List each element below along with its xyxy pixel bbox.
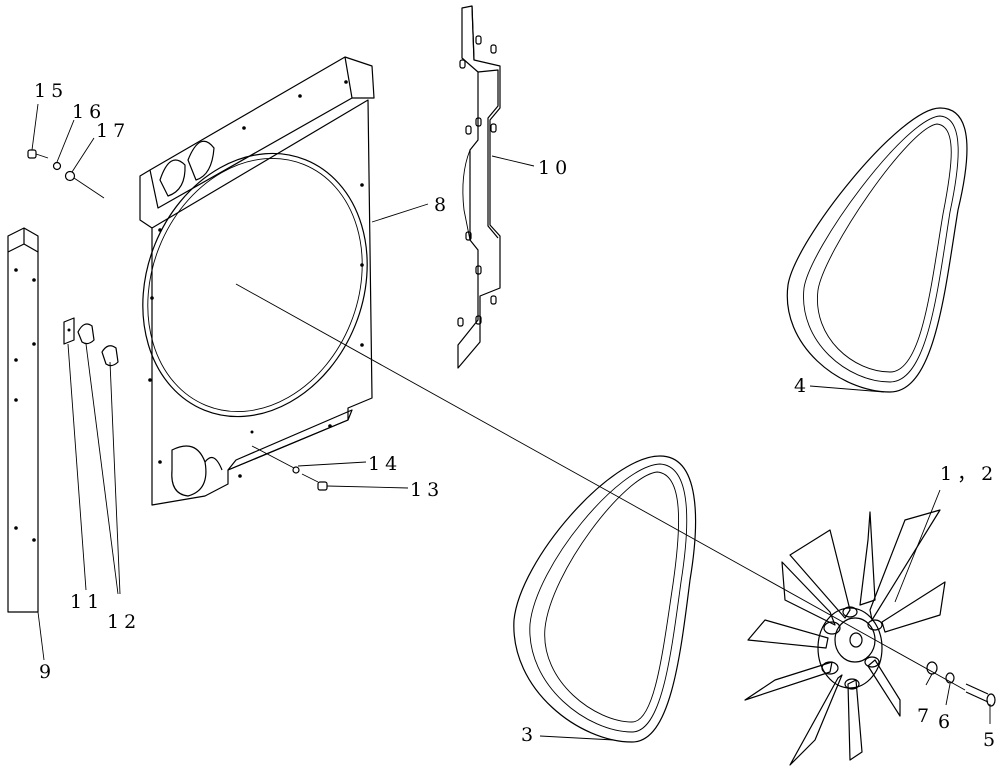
callout-15: 15 xyxy=(34,80,68,102)
washer-icon-7 xyxy=(926,661,938,675)
callout-5: 5 xyxy=(983,729,1000,751)
clip-icon-11 xyxy=(63,317,75,345)
bolt-icon-5 xyxy=(965,683,996,707)
callout-17: 17 xyxy=(96,120,130,142)
belt-icon-4 xyxy=(786,107,968,393)
callout-13: 13 xyxy=(410,479,444,501)
callout-3: 3 xyxy=(521,724,538,746)
callout-7: 7 xyxy=(917,705,934,727)
bracket-icon-10 xyxy=(457,5,501,369)
washer-icon-14 xyxy=(292,466,300,474)
assembly-axis-line xyxy=(235,283,966,691)
clip-icon-12b xyxy=(101,345,119,367)
callout-11: 11 xyxy=(70,591,104,613)
callout-4: 4 xyxy=(794,375,811,397)
fan-icon xyxy=(744,509,946,766)
bolt-icon-15 xyxy=(27,149,49,159)
clip-icon-12a xyxy=(77,323,95,345)
callout-14: 14 xyxy=(368,453,402,475)
washer-icon-16 xyxy=(52,161,62,171)
callout-10: 10 xyxy=(538,157,572,179)
bolt-icon-13 xyxy=(301,473,328,491)
bracket-icon-9 xyxy=(7,227,39,613)
fan-shroud-icon xyxy=(139,56,375,506)
callout-1-2: 1，2 xyxy=(940,463,998,485)
washer-icon-17 xyxy=(64,170,76,182)
belt-icon-3 xyxy=(513,455,697,743)
washer-icon-6 xyxy=(945,672,955,684)
callout-6: 6 xyxy=(938,711,955,733)
callout-16: 16 xyxy=(72,101,106,123)
callout-9: 9 xyxy=(39,661,56,683)
callout-8: 8 xyxy=(434,194,451,216)
callout-12: 12 xyxy=(107,611,141,633)
